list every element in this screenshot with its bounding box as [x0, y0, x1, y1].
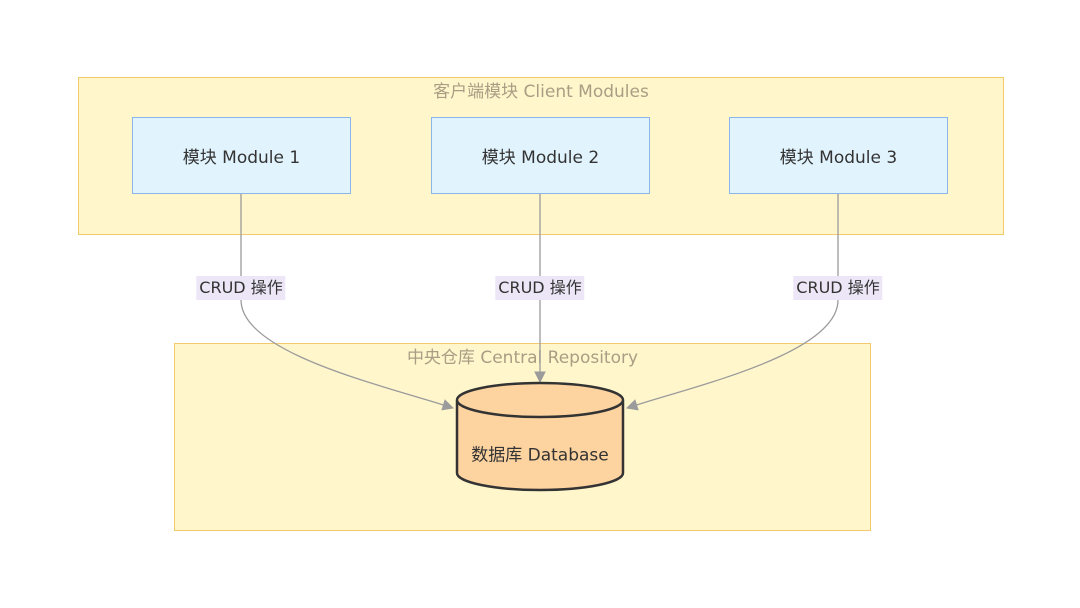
arrow-head-module-1 [441, 399, 455, 411]
database-cylinder [455, 381, 625, 492]
arrow-head-module-3 [625, 399, 639, 411]
module-1-label: 模块 Module 1 [182, 148, 301, 168]
database-label: 数据库 Database [471, 445, 609, 466]
edge-module-3-to-database [636, 194, 839, 406]
arrow-head-module-2 [534, 371, 546, 384]
edge-label-module-3: CRUD 操作 [793, 276, 883, 300]
central-repository-group-title: 中央仓库 Central Repository [406, 348, 639, 368]
module-3-label: 模块 Module 3 [779, 148, 898, 168]
module-2-label: 模块 Module 2 [481, 148, 600, 168]
module-1-node: 模块 Module 1 [132, 117, 351, 194]
module-3-node: 模块 Module 3 [729, 117, 948, 194]
module-2-node: 模块 Module 2 [431, 117, 650, 194]
central-repository-group: 中央仓库 Central Repository [174, 343, 871, 531]
client-modules-group-title: 客户端模块 Client Modules [433, 82, 649, 102]
edge-label-module-1: CRUD 操作 [196, 276, 286, 300]
edge-label-module-2: CRUD 操作 [495, 276, 585, 300]
edge-module-1-to-database [240, 194, 444, 406]
